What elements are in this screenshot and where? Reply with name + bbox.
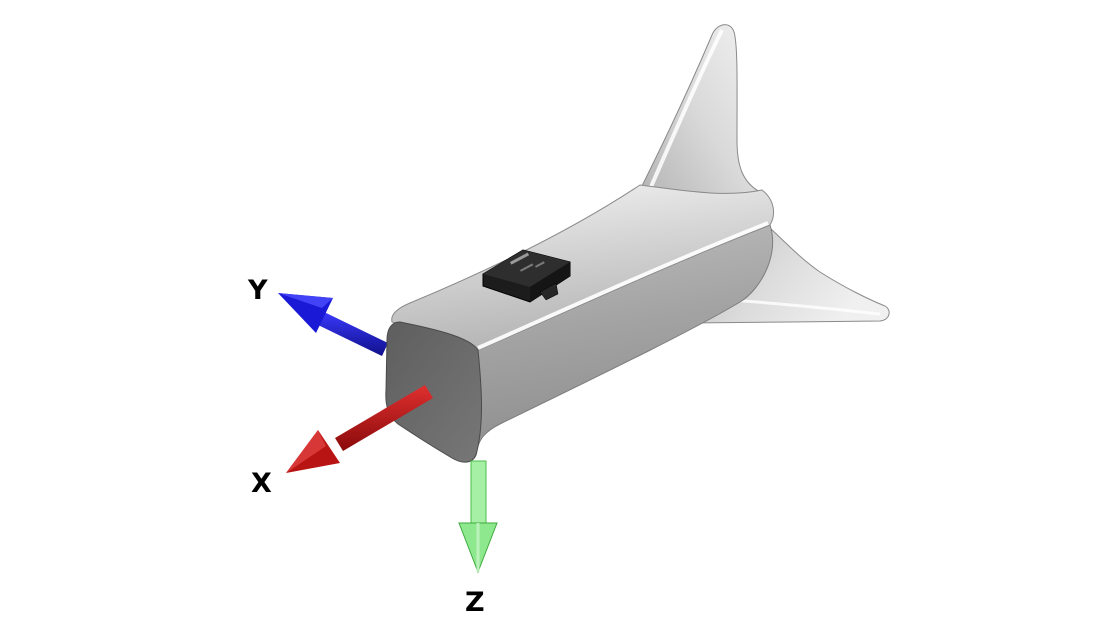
- z-axis-label: Z: [465, 587, 485, 618]
- y-axis-label: Y: [247, 275, 268, 306]
- z-axis-shaft: [470, 460, 487, 526]
- x-axis-shaft: [335, 385, 433, 451]
- body-end-face: [385, 321, 482, 463]
- sensor-module: [482, 249, 571, 303]
- y-axis-shaft: [316, 311, 388, 356]
- vehicle-body: [385, 184, 775, 463]
- x-axis-arrow: [286, 385, 433, 473]
- x-axis-label: X: [251, 468, 272, 499]
- y-axis-arrow: [278, 293, 388, 356]
- z-axis-arrow: [458, 460, 498, 574]
